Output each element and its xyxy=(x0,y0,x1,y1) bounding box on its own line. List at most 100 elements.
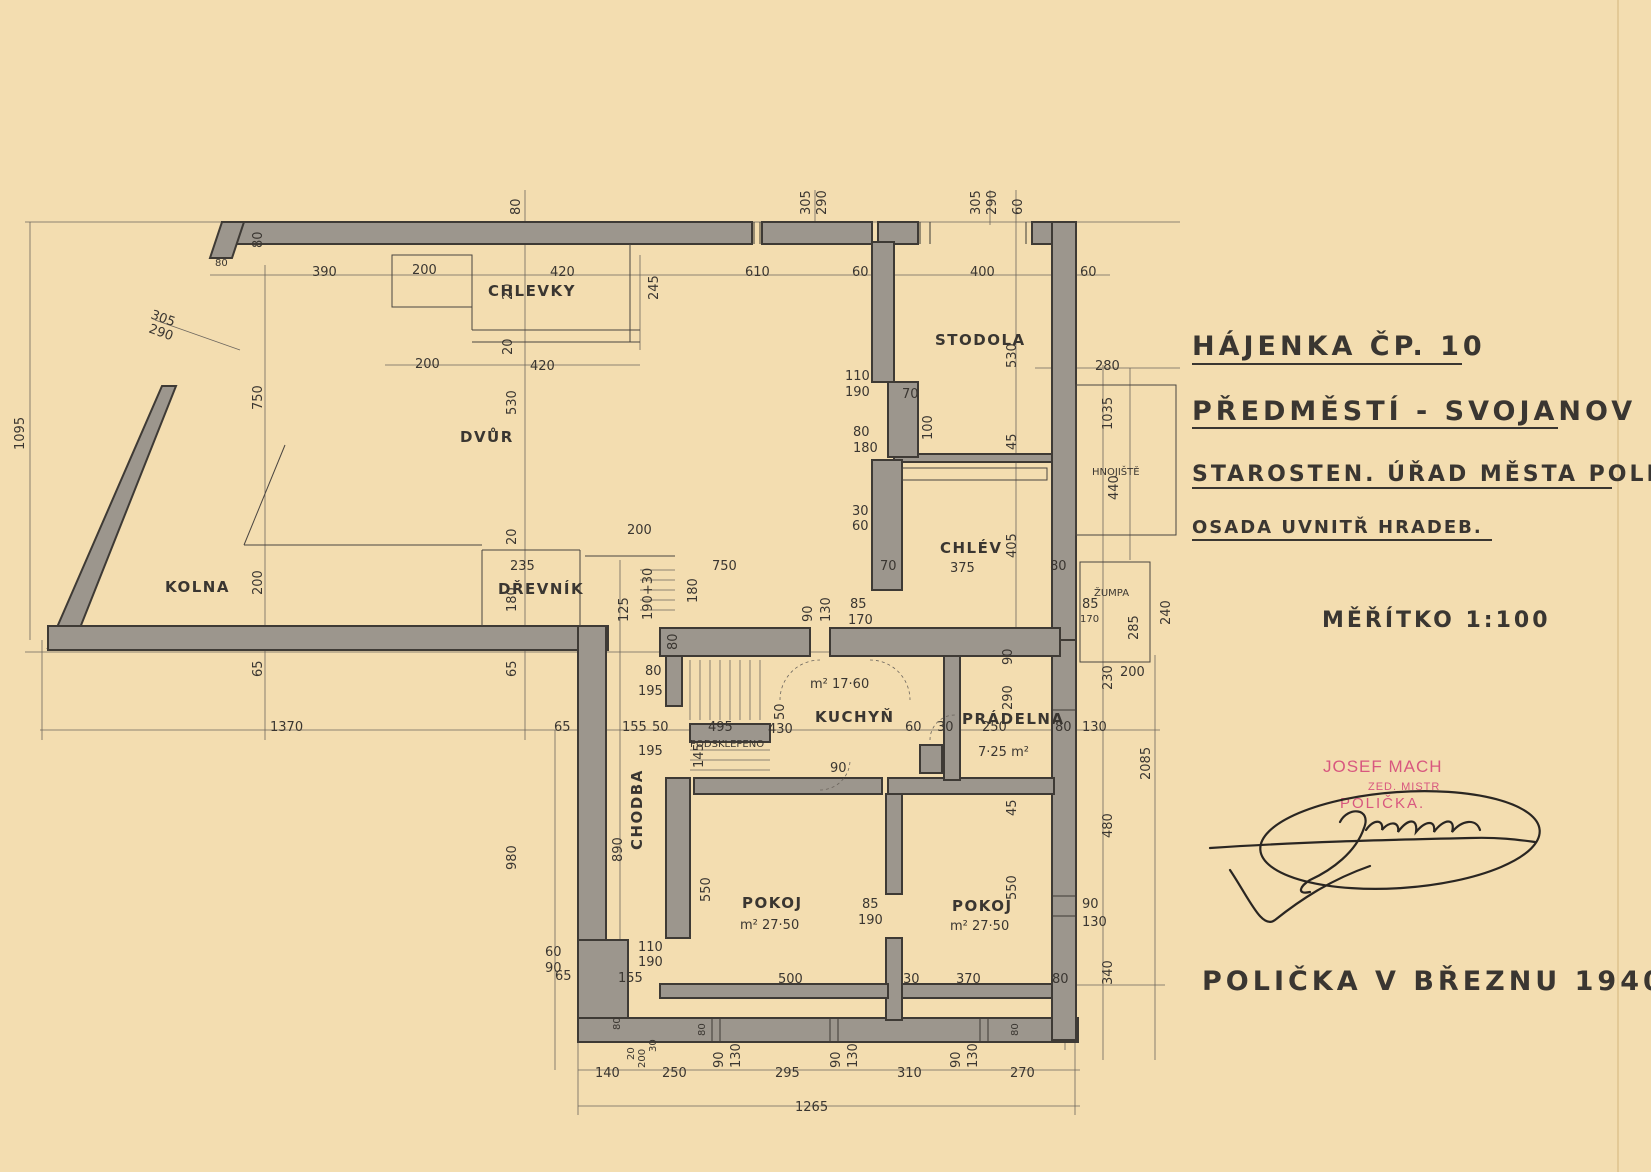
svg-text:750: 750 xyxy=(712,559,737,574)
svg-text:65: 65 xyxy=(554,720,571,735)
svg-text:170: 170 xyxy=(848,613,873,628)
svg-text:80: 80 xyxy=(666,633,681,650)
partitions xyxy=(243,244,1177,663)
svg-text:60: 60 xyxy=(905,720,922,735)
svg-text:60: 60 xyxy=(852,265,869,280)
svg-text:190: 190 xyxy=(845,385,870,400)
svg-text:550: 550 xyxy=(699,877,714,902)
svg-text:530: 530 xyxy=(505,390,520,415)
stamp-name: JOSEF MACH xyxy=(1323,757,1443,776)
svg-text:20: 20 xyxy=(501,283,516,300)
svg-text:145: 145 xyxy=(692,743,707,768)
stamp-town: POLIČKA. xyxy=(1340,795,1425,812)
svg-text:195: 195 xyxy=(638,744,663,759)
svg-text:200: 200 xyxy=(1120,665,1145,680)
svg-text:100: 100 xyxy=(921,415,936,440)
svg-text:130: 130 xyxy=(729,1043,744,1068)
svg-text:130: 130 xyxy=(966,1043,981,1068)
label-chodba: CHODBA xyxy=(628,769,646,850)
svg-text:30: 30 xyxy=(648,1039,659,1052)
svg-text:60: 60 xyxy=(545,945,562,960)
svg-text:50: 50 xyxy=(652,720,669,735)
svg-text:1095: 1095 xyxy=(13,417,28,450)
svg-text:420: 420 xyxy=(550,265,575,280)
svg-text:310: 310 xyxy=(897,1066,922,1081)
svg-text:45: 45 xyxy=(1005,799,1020,816)
svg-text:80: 80 xyxy=(1055,720,1072,735)
svg-text:190+30: 190+30 xyxy=(641,568,656,620)
label-kuchyn: KUCHYŇ xyxy=(815,707,895,726)
label-pradelna-area: 7·25 m² xyxy=(978,745,1029,760)
svg-text:1035: 1035 xyxy=(1101,397,1116,430)
stairs xyxy=(640,569,770,771)
title-line-4: OSADA UVNITŘ HRADEB. xyxy=(1192,516,1483,538)
svg-text:270: 270 xyxy=(1010,1066,1035,1081)
svg-text:70: 70 xyxy=(902,387,919,402)
svg-text:130: 130 xyxy=(1082,720,1107,735)
svg-text:235: 235 xyxy=(510,559,535,574)
window-marks xyxy=(711,222,1076,1042)
svg-text:610: 610 xyxy=(745,265,770,280)
svg-text:200: 200 xyxy=(627,523,652,538)
svg-text:170: 170 xyxy=(1080,614,1099,625)
svg-text:85: 85 xyxy=(850,597,867,612)
door-swings xyxy=(779,659,956,791)
svg-text:90: 90 xyxy=(545,961,562,976)
svg-text:80: 80 xyxy=(853,425,870,440)
svg-text:440: 440 xyxy=(1107,475,1122,500)
svg-text:20: 20 xyxy=(501,338,516,355)
label-drevnik: DŘEVNÍK xyxy=(498,579,584,598)
svg-text:290: 290 xyxy=(815,190,830,215)
svg-text:2085: 2085 xyxy=(1139,747,1154,780)
label-pradelna: PRÁDELNA xyxy=(962,709,1065,728)
svg-text:85: 85 xyxy=(862,897,879,912)
svg-text:230: 230 xyxy=(1101,665,1116,690)
label-zumpa: ŽUMPA xyxy=(1094,586,1129,599)
svg-text:290: 290 xyxy=(1001,685,1016,710)
svg-text:200: 200 xyxy=(637,1049,648,1068)
svg-text:80: 80 xyxy=(612,1017,623,1030)
svg-text:155: 155 xyxy=(622,720,647,735)
label-pokoj-1: POKOJ xyxy=(742,894,803,912)
svg-text:80: 80 xyxy=(697,1023,708,1036)
svg-text:530: 530 xyxy=(1005,343,1020,368)
svg-text:45: 45 xyxy=(1005,433,1020,450)
svg-text:495: 495 xyxy=(708,720,733,735)
label-podsklepeno: PODSKLEPENO xyxy=(690,739,764,750)
svg-text:80: 80 xyxy=(1010,1023,1021,1036)
svg-text:80: 80 xyxy=(1052,972,1069,987)
svg-text:500: 500 xyxy=(778,972,803,987)
svg-text:90: 90 xyxy=(1001,648,1016,665)
svg-text:130: 130 xyxy=(819,597,834,622)
svg-text:305: 305 xyxy=(799,190,814,215)
svg-text:65: 65 xyxy=(555,969,572,984)
svg-text:430: 430 xyxy=(768,722,793,737)
title-block: HÁJENKA ČP. 10 PŘEDMĚSTÍ - SVOJANOV STAR… xyxy=(1192,330,1651,997)
label-kuchyn-area: m² 17·60 xyxy=(810,677,869,692)
title-line-2: PŘEDMĚSTÍ - SVOJANOV xyxy=(1192,395,1636,427)
svg-text:90: 90 xyxy=(1082,897,1099,912)
svg-text:390: 390 xyxy=(312,265,337,280)
svg-text:80: 80 xyxy=(1050,559,1067,574)
svg-text:550: 550 xyxy=(1005,875,1020,900)
svg-text:250: 250 xyxy=(982,720,1007,735)
svg-text:280: 280 xyxy=(1095,359,1120,374)
svg-text:190: 190 xyxy=(858,913,883,928)
svg-text:200: 200 xyxy=(251,570,266,595)
svg-text:80: 80 xyxy=(251,231,266,248)
svg-text:130: 130 xyxy=(846,1043,861,1068)
label-pokoj-1-area: m² 27·50 xyxy=(740,918,799,933)
svg-text:200: 200 xyxy=(415,357,440,372)
svg-text:180: 180 xyxy=(853,441,878,456)
svg-text:250: 250 xyxy=(662,1066,687,1081)
svg-text:305: 305 xyxy=(969,190,984,215)
svg-text:125: 125 xyxy=(617,597,632,622)
svg-text:1370: 1370 xyxy=(270,720,303,735)
scale-label: MĚŘÍTKO 1:100 xyxy=(1322,607,1551,633)
svg-text:140: 140 xyxy=(595,1066,620,1081)
label-pokoj-2-area: m² 27·50 xyxy=(950,919,1009,934)
place-date: POLIČKA V BŘEZNU 1940. xyxy=(1202,965,1651,997)
label-stodola: STODOLA xyxy=(935,331,1026,349)
svg-text:130: 130 xyxy=(1082,915,1107,930)
